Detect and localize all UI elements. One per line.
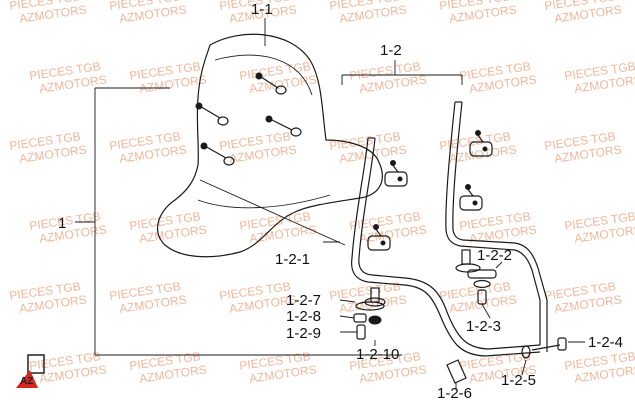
left-support-rod	[351, 137, 541, 357]
clamp-left-lower	[367, 224, 391, 251]
clamp-right-lower	[459, 184, 483, 211]
logo-mark: AZ	[20, 376, 33, 387]
screen-bolt-mid-left	[195, 102, 229, 126]
lower-hardware	[446, 337, 585, 390]
label-1-2-8: 1-2-8	[286, 308, 321, 325]
screen-bolt-top	[255, 72, 287, 95]
leader-screen-bracket	[199, 179, 346, 246]
label-1-2-5: 1-2-5	[501, 372, 536, 389]
screen-bolt-mid-right	[265, 115, 302, 137]
label-1-2-9: 1-2-9	[286, 325, 321, 342]
screen-bolts	[195, 72, 302, 166]
label-1-2-6: 1-2-6	[437, 385, 472, 400]
label-1-2-10: 1-2-10	[356, 346, 399, 363]
left-hardware-stack	[339, 287, 386, 340]
logo-accent-shape	[16, 370, 38, 388]
windshield-part	[157, 33, 383, 258]
label-1-2-3: 1-2-3	[466, 318, 501, 335]
label-1-1: 1-1	[251, 1, 273, 18]
right-support-rod	[445, 101, 548, 352]
screen-bolt-lower	[200, 142, 235, 166]
clamp-left-upper	[384, 160, 408, 187]
right-hardware-stack	[455, 249, 503, 319]
label-1-2-7: 1-2-7	[286, 292, 321, 309]
clamps	[367, 130, 493, 251]
brand-logo: AZ	[16, 354, 45, 388]
label-1-2: 1-2	[380, 42, 402, 59]
label-1: 1	[58, 215, 66, 232]
assembly-bracket	[75, 87, 402, 356]
clamp-right-upper	[469, 130, 493, 157]
bracket-set-marker	[341, 60, 463, 85]
label-1-2-1: 1-2-1	[275, 251, 310, 268]
label-1-2-2: 1-2-2	[477, 247, 512, 264]
label-1-2-4: 1-2-4	[588, 334, 623, 351]
